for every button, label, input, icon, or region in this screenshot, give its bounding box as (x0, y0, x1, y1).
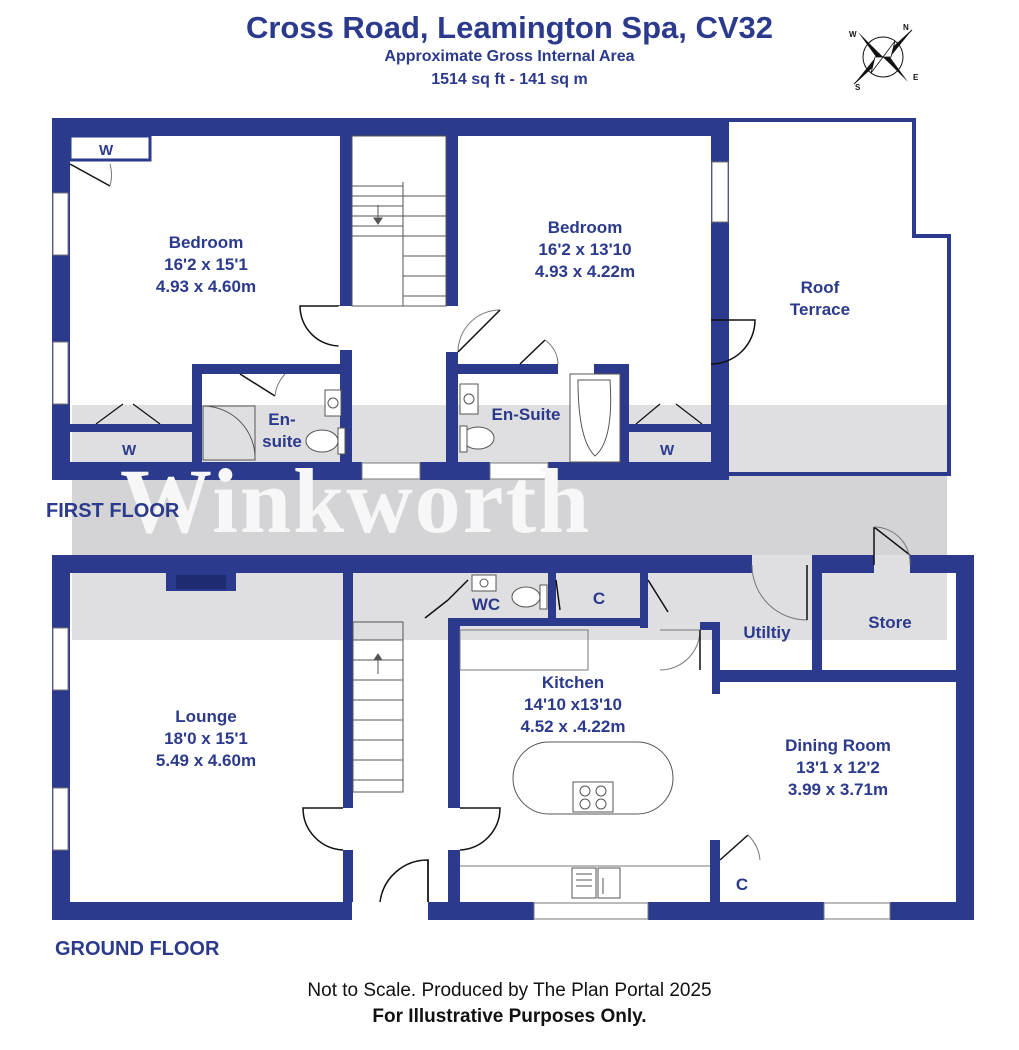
ensuite1-line2: suite (262, 432, 302, 451)
wc-toilet-icon (471, 574, 548, 610)
compass-w: W (849, 30, 857, 39)
plan-title: Cross Road, Leamington Spa, CV32 (245, 10, 774, 45)
hob-icon (572, 781, 614, 813)
roof-terrace-line2: Terrace (790, 300, 850, 319)
lounge-name: Lounge (175, 707, 236, 726)
wardrobe-label-br: W (660, 442, 675, 459)
plan-area: 1514 sq ft - 141 sq m (431, 71, 588, 88)
dining-name: Dining Room (785, 736, 891, 755)
wc-label: WC (472, 595, 500, 614)
bedroom2-metric: 4.93 x 4.22m (535, 262, 635, 281)
kitchen-imperial: 14'10 x13'10 (524, 695, 622, 714)
sink-icon (571, 867, 621, 899)
bedroom1-name: Bedroom (169, 233, 244, 252)
wardrobe-doors-left (95, 403, 161, 425)
wardrobe-doors-right (635, 403, 703, 425)
bedroom1-metric: 4.93 x 4.60m (156, 277, 256, 296)
first-floor-stairs (351, 135, 447, 307)
kitchen-island (512, 741, 674, 815)
dining-metric: 3.99 x 3.71m (788, 780, 888, 799)
bedroom2-name: Bedroom (548, 218, 623, 237)
ground-floor-label: GROUND FLOOR (55, 938, 220, 960)
window (52, 161, 729, 480)
shower-icon (202, 405, 256, 461)
roof-terrace-outline (729, 118, 951, 476)
kitchen-name: Kitchen (542, 673, 604, 692)
toilet-icon-2 (459, 383, 495, 453)
compass-n: N (903, 23, 909, 32)
window-ground (52, 627, 891, 920)
door-ground (302, 526, 911, 903)
kitchen-metric: 4.52 x .4.22m (521, 717, 626, 736)
bedroom2-imperial: 16'2 x 13'10 (538, 240, 631, 259)
plan-subtitle: Approximate Gross Internal Area (384, 48, 635, 65)
door (239, 305, 756, 397)
cupboard-label-2: C (736, 875, 748, 894)
worktop (459, 629, 710, 867)
bedroom1-imperial: 16'2 x 15'1 (164, 255, 248, 274)
wardrobe-label-tl: W (99, 142, 114, 159)
store-label: Store (868, 613, 911, 632)
compass-icon: N E S W (849, 23, 919, 92)
roof-terrace-line1: Roof (801, 278, 840, 297)
bath-icon (569, 373, 621, 463)
utility-label: Utiltiy (743, 623, 791, 642)
wardrobe-top-left: W (68, 134, 152, 187)
toilet-icon (305, 389, 346, 455)
compass-s: S (855, 83, 861, 92)
footer-note: Not to Scale. Produced by The Plan Porta… (307, 980, 712, 1001)
ensuite2-name: En-Suite (492, 405, 561, 424)
dining-imperial: 13'1 x 12'2 (796, 758, 880, 777)
first-floor-label: FIRST FLOOR (46, 500, 180, 522)
ensuite1-line1: En- (268, 410, 295, 429)
lounge-metric: 5.49 x 4.60m (156, 751, 256, 770)
ground-floor-stairs (352, 621, 404, 793)
footer-disclaimer: For Illustrative Purposes Only. (372, 1006, 647, 1027)
lounge-imperial: 18'0 x 15'1 (164, 729, 248, 748)
wardrobe-label-bl: W (122, 442, 137, 459)
cupboard-label-1: C (593, 589, 605, 608)
compass-e: E (913, 73, 919, 82)
watermark-text: Winkworth (120, 450, 591, 552)
